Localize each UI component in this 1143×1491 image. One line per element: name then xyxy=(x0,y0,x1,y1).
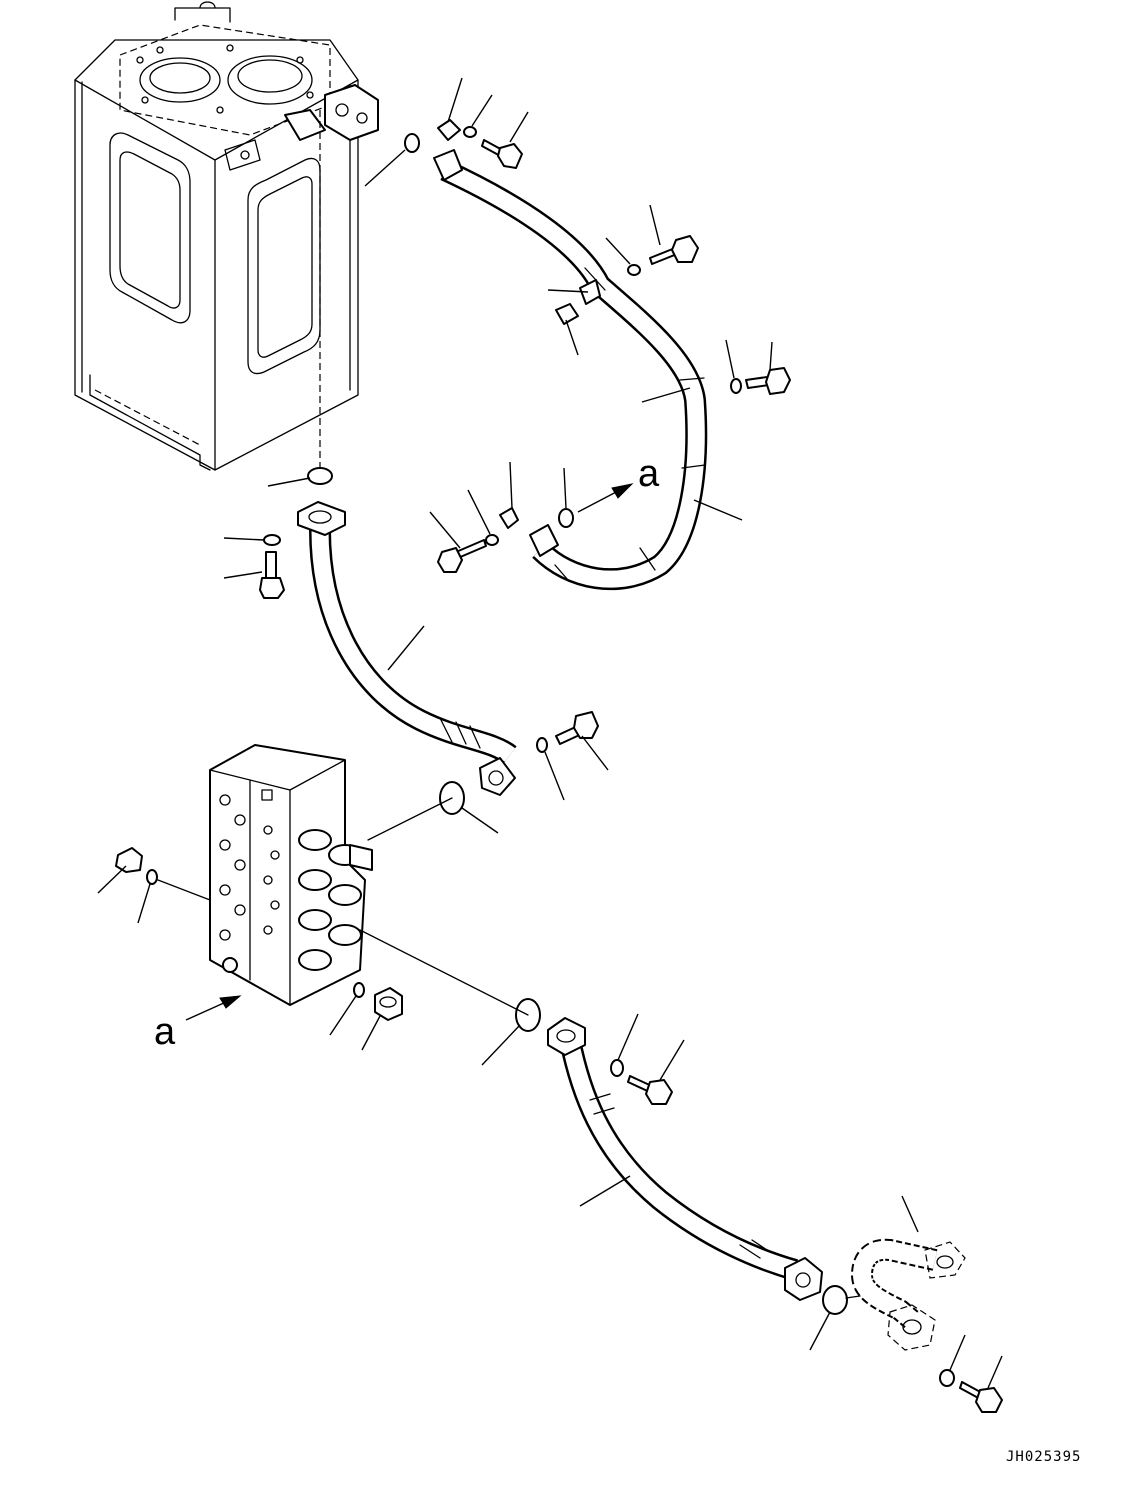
view-arrow-lower xyxy=(185,995,242,1021)
hydraulic-tank xyxy=(74,1,379,471)
bolt-icon xyxy=(437,539,487,573)
clamp-icon xyxy=(499,507,519,529)
spacer-icon xyxy=(555,303,579,325)
bolt-icon xyxy=(555,711,599,745)
bolt-icon xyxy=(649,235,699,265)
lower-hose xyxy=(547,1017,823,1301)
bolt-icon xyxy=(959,1381,1003,1413)
washer-icon xyxy=(610,1059,624,1077)
washer-icon xyxy=(730,378,742,394)
clamp-icon xyxy=(579,279,601,305)
upper-return-hose xyxy=(433,149,708,591)
plug-icon xyxy=(374,987,403,1021)
washer-icon xyxy=(485,534,499,546)
plug-icon xyxy=(115,847,143,873)
view-arrow-upper xyxy=(577,483,634,513)
washer-icon xyxy=(627,264,641,276)
bolt-icon xyxy=(259,551,285,599)
bolt-icon xyxy=(481,139,523,169)
view-label-a-lower: a xyxy=(154,1011,176,1053)
clamp-icon xyxy=(437,119,461,141)
washer-icon xyxy=(536,737,548,753)
o-ring-icon xyxy=(353,982,365,998)
arrowhead-icon xyxy=(611,483,634,499)
drawing-code: JH025395 xyxy=(1006,1449,1081,1465)
view-label-a-upper: a xyxy=(638,453,660,495)
bolt-icon xyxy=(627,1075,673,1105)
o-ring-icon xyxy=(822,1285,848,1315)
o-ring-icon xyxy=(558,508,574,528)
connection-lines xyxy=(157,797,861,1299)
return-tube xyxy=(851,1238,966,1351)
o-ring-icon xyxy=(404,133,420,153)
washer-icon xyxy=(939,1369,955,1387)
o-ring-icon xyxy=(307,467,333,485)
washer-icon xyxy=(463,126,477,138)
control-valve xyxy=(209,744,373,1006)
arrowhead-icon xyxy=(219,995,242,1009)
o-ring-icon xyxy=(146,869,158,885)
fasteners xyxy=(115,119,1003,1413)
leader-lines xyxy=(97,77,1003,1389)
middle-hose xyxy=(297,501,517,796)
washer-icon xyxy=(263,534,281,546)
bolt-icon xyxy=(745,367,791,395)
o-rings xyxy=(146,133,848,1315)
